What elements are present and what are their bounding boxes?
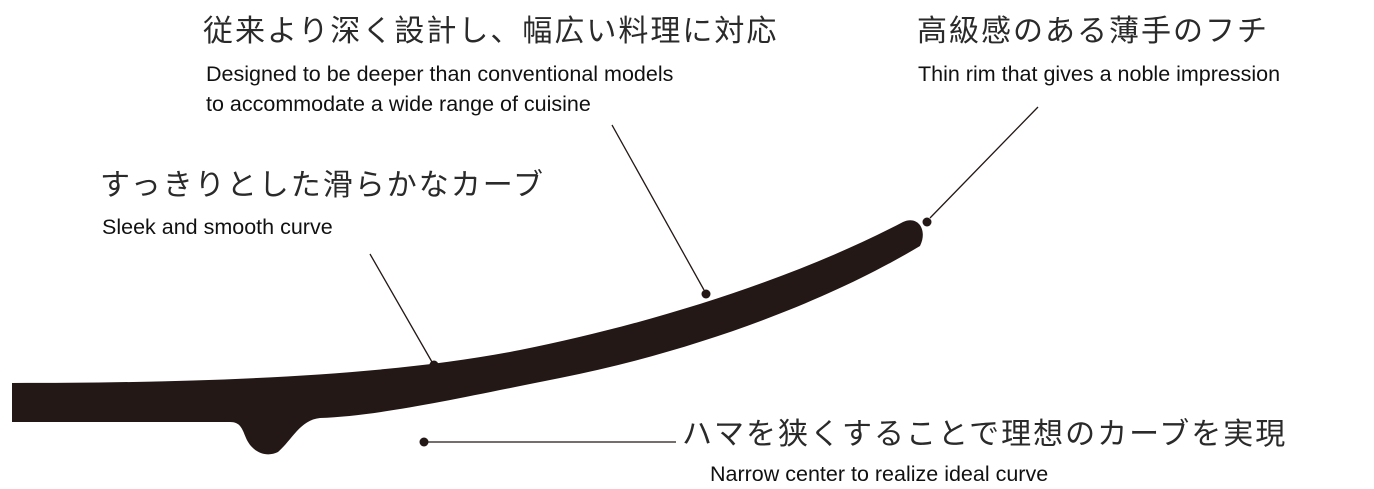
depth-label-en-line2: to accommodate a wide range of cuisine <box>206 92 591 116</box>
foot-label-en: Narrow center to realize ideal curve <box>710 462 1049 486</box>
rim-leader-dot <box>922 217 932 227</box>
depth-leader-line <box>611 124 705 291</box>
foot-leader-dot <box>419 437 429 447</box>
curve-label-jp: すっきりとした滑らかなカーブ <box>100 168 545 203</box>
depth-leader-dot <box>701 289 711 299</box>
curve-leader-line <box>369 253 433 363</box>
curve-leader-dot <box>429 360 439 370</box>
depth-label-jp: 従来より深く設計し、幅広い料理に対応 <box>203 14 779 49</box>
plate-profile <box>12 220 923 455</box>
depth-label-en-line1: Designed to be deeper than conventional … <box>206 62 674 86</box>
rim-label-en: Thin rim that gives a noble impression <box>918 62 1281 86</box>
curve-label-en: Sleek and smooth curve <box>102 215 333 239</box>
rim-label-jp: 高級感のある薄手のフチ <box>917 14 1269 49</box>
foot-label-jp: ハマを狭くすることで理想のカーブを実現 <box>682 417 1288 452</box>
rim-leader-line <box>929 106 1039 219</box>
